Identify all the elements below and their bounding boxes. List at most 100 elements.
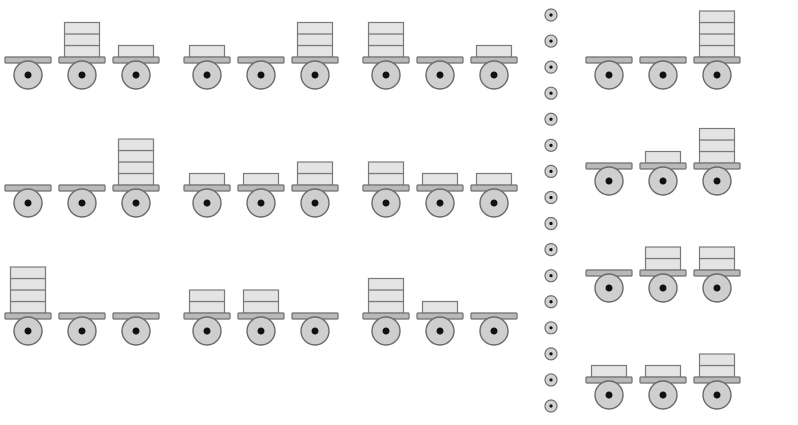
block xyxy=(117,161,155,175)
cart-r3-c1 xyxy=(4,266,160,346)
block xyxy=(475,44,513,58)
block xyxy=(644,364,682,378)
wheel-hub xyxy=(605,391,613,399)
block xyxy=(698,150,736,164)
wheel-hub xyxy=(490,327,498,335)
block xyxy=(590,364,628,378)
block xyxy=(296,44,334,58)
block xyxy=(367,172,405,186)
block xyxy=(475,172,513,186)
block xyxy=(367,44,405,58)
wheel-hub xyxy=(713,177,721,185)
wheel-hub xyxy=(490,199,498,207)
block xyxy=(9,266,47,280)
wheel-hub xyxy=(436,327,444,335)
wheel-hub xyxy=(24,199,32,207)
wheel-hub xyxy=(436,71,444,79)
divider-dot-center xyxy=(549,300,553,304)
wheel-hub xyxy=(24,327,32,335)
wheel-hub xyxy=(311,327,319,335)
block xyxy=(644,257,682,271)
answer-options xyxy=(585,10,741,410)
block xyxy=(296,161,334,175)
divider-dot-center xyxy=(549,378,553,382)
wheel-hub xyxy=(382,327,390,335)
divider-dot-center xyxy=(549,326,553,330)
cart-r3-c3 xyxy=(362,277,518,346)
block xyxy=(9,300,47,314)
wheel-hub xyxy=(605,284,613,292)
wheel-hub xyxy=(257,71,265,79)
wheel-hub xyxy=(605,177,613,185)
wheel-hub xyxy=(659,71,667,79)
wheel-hub xyxy=(713,71,721,79)
block xyxy=(117,44,155,58)
block xyxy=(367,161,405,175)
cart-r1-c1 xyxy=(4,21,160,90)
wheel-hub xyxy=(257,327,265,335)
block xyxy=(188,300,226,314)
block xyxy=(367,289,405,303)
option-2 xyxy=(585,127,741,196)
dotted-divider xyxy=(544,8,558,413)
block xyxy=(421,172,459,186)
block xyxy=(698,127,736,141)
block xyxy=(367,33,405,47)
block xyxy=(698,257,736,271)
divider-dot-center xyxy=(549,248,553,252)
wheel-hub xyxy=(659,391,667,399)
wheel-hub xyxy=(132,327,140,335)
block xyxy=(242,172,280,186)
block xyxy=(698,364,736,378)
cart-r2-c1 xyxy=(4,138,160,218)
cart-r2-c3 xyxy=(362,161,518,218)
divider-dot-center xyxy=(549,91,553,95)
block xyxy=(117,149,155,163)
block xyxy=(367,277,405,291)
wheel-hub xyxy=(605,71,613,79)
block xyxy=(698,139,736,153)
divider-dot-center xyxy=(549,65,553,69)
block xyxy=(296,21,334,35)
block xyxy=(421,300,459,314)
option-4 xyxy=(585,353,741,410)
option-3 xyxy=(585,246,741,303)
cart-r1-c3 xyxy=(362,21,518,90)
divider-dot-center xyxy=(549,169,553,173)
block xyxy=(63,33,101,47)
wheel-hub xyxy=(132,199,140,207)
block xyxy=(63,44,101,58)
block xyxy=(698,353,736,367)
wheel-hub xyxy=(311,199,319,207)
divider-dot-center xyxy=(549,352,553,356)
block xyxy=(698,21,736,35)
configuration-grid xyxy=(4,21,518,346)
wheel-hub xyxy=(203,327,211,335)
block xyxy=(644,150,682,164)
divider-dot-center xyxy=(549,143,553,147)
block xyxy=(644,246,682,260)
wheel-hub xyxy=(490,71,498,79)
block xyxy=(9,277,47,291)
wheel-hub xyxy=(203,71,211,79)
block xyxy=(9,289,47,303)
block xyxy=(367,21,405,35)
wheel-hub xyxy=(382,199,390,207)
wheel-hub xyxy=(78,199,86,207)
block xyxy=(367,300,405,314)
block xyxy=(698,44,736,58)
block xyxy=(117,138,155,152)
cart-r3-c2 xyxy=(183,289,339,346)
wheel-hub xyxy=(311,71,319,79)
divider-dot-center xyxy=(549,195,553,200)
wheel-hub xyxy=(382,71,390,79)
wheel-hub xyxy=(713,284,721,292)
divider-dot-center xyxy=(549,221,553,226)
block xyxy=(698,246,736,260)
block xyxy=(698,10,736,24)
divider-dot-center xyxy=(549,39,553,43)
wheel-hub xyxy=(24,71,32,79)
wheel-hub xyxy=(659,284,667,292)
block xyxy=(242,300,280,314)
